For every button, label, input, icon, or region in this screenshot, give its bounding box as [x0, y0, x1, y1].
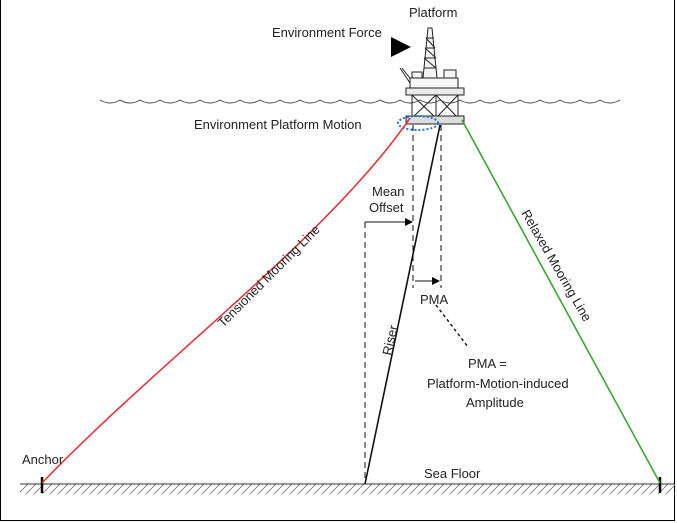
platform-motion-ellipse — [397, 115, 439, 131]
environment-platform-motion-label: Environment Platform Motion — [194, 117, 362, 132]
riser-label: Riser — [379, 323, 401, 357]
mean-offset-label-line1: Mean — [372, 184, 405, 199]
tensioned-mooring-line-label: Tensioned Mooring Line — [215, 222, 323, 330]
water-surface — [99, 99, 621, 104]
pma-definition-line2: Platform-Motion-induced — [427, 376, 569, 391]
riser-line — [364, 124, 441, 485]
sea-floor — [20, 484, 675, 494]
mean-offset-label-line2: Offset — [369, 200, 404, 215]
pma-definition-line1: PMA = — [468, 356, 507, 371]
environment-force-label: Environment Force — [272, 25, 382, 40]
sea-floor-label: Sea Floor — [424, 466, 481, 481]
pma-label: PMA — [420, 292, 449, 307]
anchor-label: Anchor — [22, 452, 64, 467]
platform-icon — [399, 27, 465, 125]
relaxed-mooring-line-label: Relaxed Mooring Line — [518, 207, 594, 324]
pma-definition-line3: Amplitude — [466, 395, 524, 410]
platform-label: Platform — [409, 5, 457, 20]
pma-leader-line — [435, 304, 469, 348]
relaxed-mooring-line — [461, 119, 661, 484]
tensioned-mooring-line — [41, 117, 411, 484]
